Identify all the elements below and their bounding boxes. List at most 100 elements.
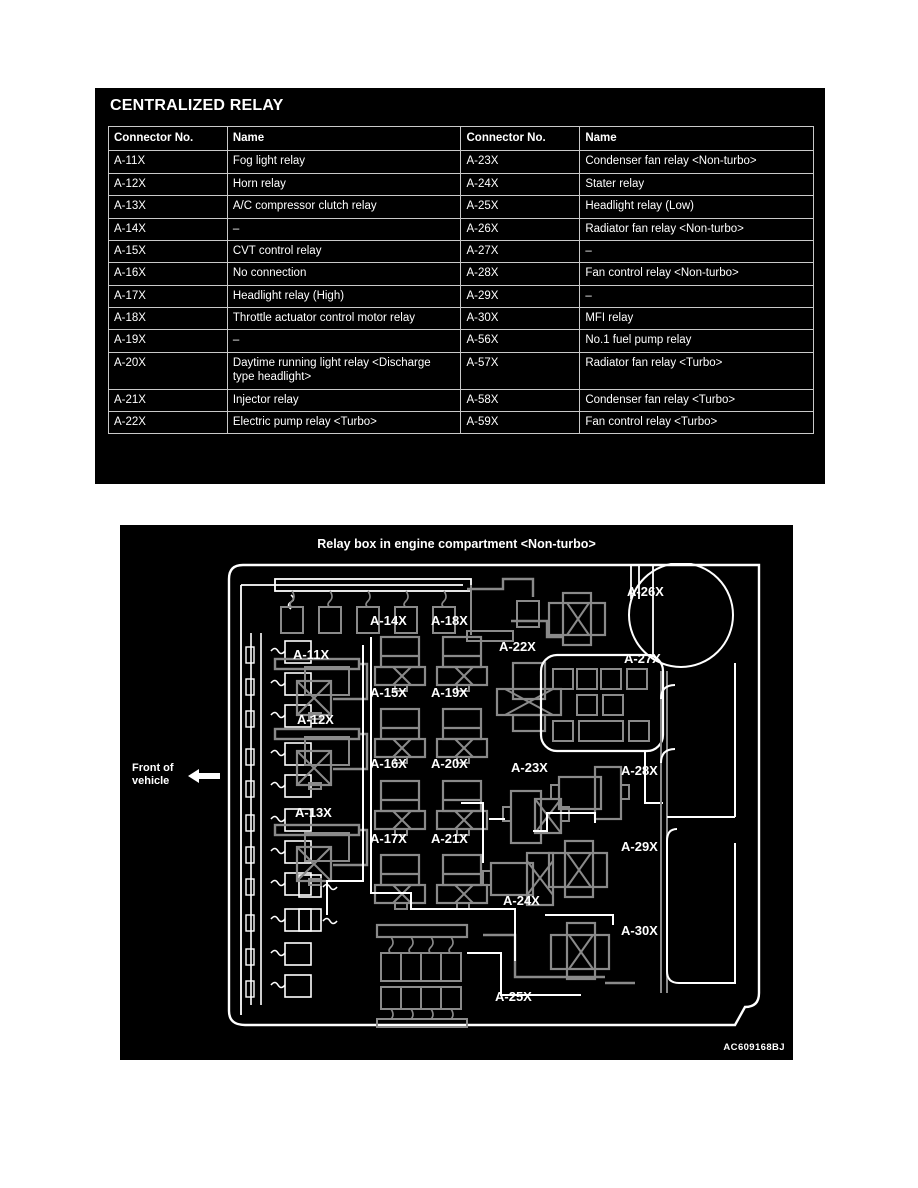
column-header-name-right: Name xyxy=(579,125,814,152)
cell-name: MFI relay xyxy=(579,306,814,331)
cell-name: Condenser fan relay <Turbo> xyxy=(579,388,814,412)
reservoir-circle xyxy=(628,563,734,668)
relay-symbol-a16x xyxy=(373,779,427,837)
callout-label-a-22x: A-22X xyxy=(499,639,536,654)
column-header-connector-no-left: Connector No. xyxy=(108,125,228,152)
cell-connector-no: A-12X xyxy=(108,172,228,197)
relay-symbol-a28x xyxy=(550,765,630,821)
harness-routing xyxy=(326,565,736,993)
cell-name: – xyxy=(579,239,814,264)
cell-connector-no: A-56X xyxy=(460,329,581,353)
column-header-connector-no-right: Connector No. xyxy=(460,125,581,152)
cell-name: – xyxy=(226,217,462,241)
centralized-relay-panel: CENTRALIZED RELAY Connector No. Name Con… xyxy=(95,88,825,484)
cell-name: A/C compressor clutch relay xyxy=(226,195,462,219)
callout-label-a-20x: A-20X xyxy=(431,756,468,771)
callout-label-a-16x: A-16X xyxy=(370,756,407,771)
callout-label-a-17x: A-17X xyxy=(370,831,407,846)
callout-label-a-18x: A-18X xyxy=(431,613,468,628)
cell-connector-no: A-17X xyxy=(108,284,228,309)
front-of-vehicle-label: Front of vehicle xyxy=(132,762,174,787)
relay-symbol-a18x xyxy=(435,635,489,693)
cell-name: Radiator fan relay <Turbo> xyxy=(579,351,814,390)
cell-name: Headlight relay (High) xyxy=(226,284,462,309)
relay-symbol-a30x xyxy=(545,914,614,981)
connector-block-a27x xyxy=(539,653,665,753)
top-fuse-strip xyxy=(274,578,514,642)
page-title: CENTRALIZED RELAY xyxy=(110,97,284,114)
fuse-block-a25x xyxy=(375,923,605,1028)
callout-label-a-12x: A-12X xyxy=(297,712,334,727)
cell-name: Throttle actuator control motor relay xyxy=(226,306,462,331)
callout-label-a-27x: A-27X xyxy=(624,651,661,666)
cell-connector-no: A-11X xyxy=(108,150,228,174)
cell-connector-no: A-29X xyxy=(460,284,581,309)
cell-connector-no: A-15X xyxy=(108,239,228,264)
cell-connector-no: A-22X xyxy=(108,410,228,435)
relay-symbol-a15x xyxy=(373,707,427,765)
cell-connector-no: A-23X xyxy=(460,150,581,174)
cell-name: Injector relay xyxy=(226,388,462,412)
column-header-name-left: Name xyxy=(226,125,462,152)
cell-name: Condenser fan relay <Non-turbo> xyxy=(579,150,814,174)
cell-connector-no: A-27X xyxy=(460,239,581,264)
cell-connector-no: A-24X xyxy=(460,172,581,197)
relay-box-diagram-panel: Relay box in engine compartment <Non-tur… xyxy=(120,525,793,1060)
relay-symbol-a17x xyxy=(373,853,427,911)
relay-symbol-a22x xyxy=(495,661,563,733)
cell-connector-no: A-58X xyxy=(460,388,581,412)
callout-label-a-15x: A-15X xyxy=(370,685,407,700)
relay-box-schematic: A-11XA-12XA-13XA-14XA-15XA-16XA-17XA-18X… xyxy=(227,563,761,1028)
cell-connector-no: A-18X xyxy=(108,306,228,331)
cell-name: – xyxy=(579,284,814,309)
cell-name: Electric pump relay <Turbo> xyxy=(226,410,462,435)
relay-assembly-a12x xyxy=(273,727,369,790)
relay-symbol-a29x xyxy=(547,839,609,899)
cell-connector-no: A-21X xyxy=(108,388,228,412)
cell-name: – xyxy=(226,329,462,353)
cell-name: No.1 fuel pump relay xyxy=(579,329,814,353)
relay-symbol-a21x xyxy=(435,853,489,911)
cell-name: Radiator fan relay <Non-turbo> xyxy=(579,217,814,241)
callout-label-a-23x: A-23X xyxy=(511,760,548,775)
callout-label-a-29x: A-29X xyxy=(621,839,658,854)
cell-connector-no: A-16X xyxy=(108,262,228,286)
cell-connector-no: A-25X xyxy=(460,195,581,219)
callout-label-a-26x: A-26X xyxy=(627,584,664,599)
callout-label-a-11x: A-11X xyxy=(293,647,329,662)
cell-name: Headlight relay (Low) xyxy=(579,195,814,219)
callout-label-a-14x: A-14X xyxy=(370,613,407,628)
cell-connector-no: A-59X xyxy=(460,410,581,435)
cell-connector-no: A-13X xyxy=(108,195,228,219)
cell-name: CVT control relay xyxy=(226,239,462,264)
cell-connector-no: A-20X xyxy=(108,351,228,390)
cell-name: Stater relay xyxy=(579,172,814,197)
relay-box-outline xyxy=(227,563,761,1027)
relay-symbol-a20x xyxy=(435,779,489,837)
relay-table-container: Connector No. Name Connector No. Name A-… xyxy=(108,125,814,435)
cell-connector-no: A-57X xyxy=(460,351,581,390)
relay-symbol-a24x xyxy=(482,851,555,907)
cell-connector-no: A-28X xyxy=(460,262,581,286)
callout-label-a-25x: A-25X xyxy=(495,989,532,1004)
callout-label-a-30x: A-30X xyxy=(621,923,658,938)
callout-label-a-19x: A-19X xyxy=(431,685,468,700)
front-direction-arrow-icon xyxy=(188,769,220,783)
relay-assembly-a11x xyxy=(273,657,369,720)
relay-symbol-a26x xyxy=(547,591,607,647)
cell-connector-no: A-19X xyxy=(108,329,228,353)
cell-name: Fan control relay <Turbo> xyxy=(579,410,814,435)
